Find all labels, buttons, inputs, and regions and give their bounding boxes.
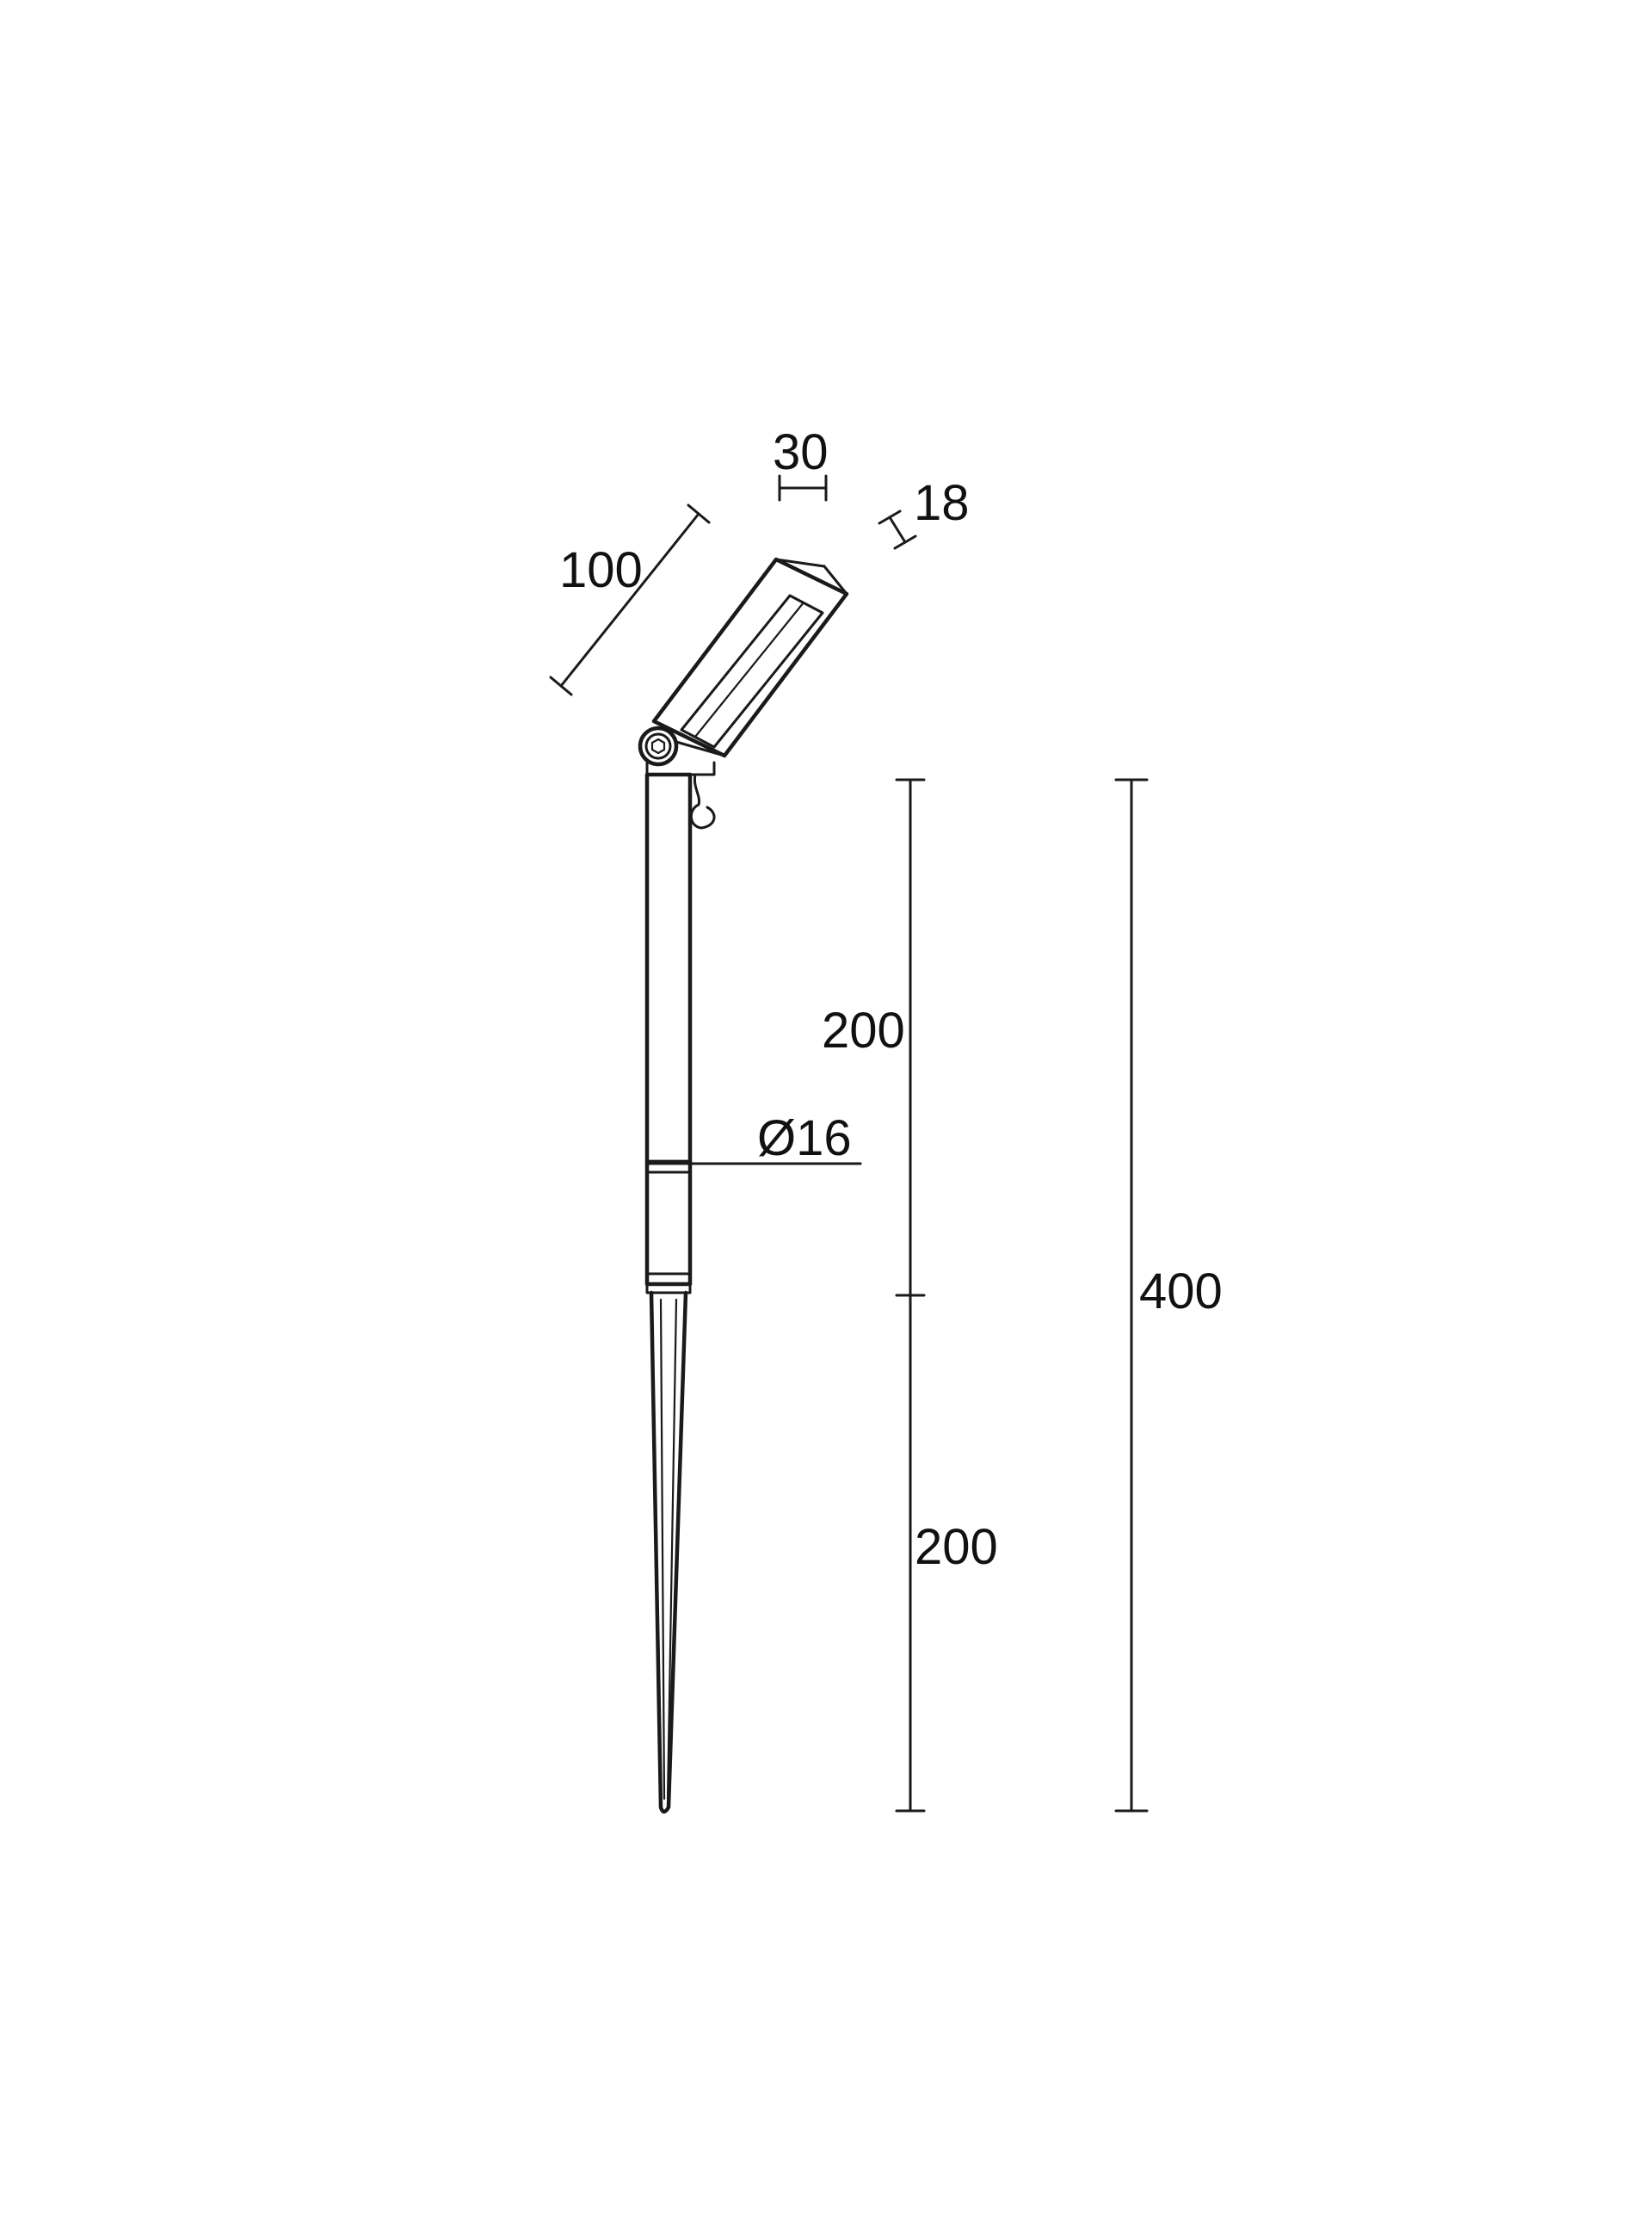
dim-head-width-label: 30: [773, 424, 829, 480]
pole-collar: [645, 1282, 692, 1294]
lamp-head-top-edge-2: [823, 565, 848, 596]
dim-head-depth-tick-b: [893, 534, 917, 550]
dim-height-chain: 200 200: [822, 778, 998, 1813]
dim-head-depth-line: [888, 516, 907, 544]
lamp-head-end-cap: [675, 740, 726, 757]
ground-spike: [649, 1290, 688, 1814]
dim-head-depth-tick-a: [878, 510, 902, 525]
spike-inner-line: [659, 1298, 666, 1801]
dim-head-depth-label: 18: [914, 475, 970, 531]
dim-lower-height-label: 200: [915, 1519, 998, 1575]
lamp-head-top-edge: [774, 558, 826, 568]
pole-upper: [644, 772, 693, 1164]
dim-head-width: 30: [773, 424, 829, 502]
lamp-head-lens: [680, 594, 824, 749]
dim-pole-diameter: Ø16: [645, 1110, 862, 1176]
dim-head-length-line: [559, 512, 700, 688]
dim-head-depth: 18: [878, 475, 970, 550]
spike-inner-line-2: [666, 1298, 678, 1801]
spike-outline: [649, 1290, 688, 1814]
lamp-head: [651, 557, 849, 758]
dim-total-height-label: 400: [1139, 1263, 1223, 1319]
dim-head-length-tick-a: [549, 676, 573, 696]
dim-head-length-tick-b: [687, 503, 711, 524]
dim-head-length-label: 100: [559, 542, 643, 598]
pole: [644, 772, 693, 1294]
cable-hook: [689, 773, 716, 830]
dim-upper-height-label: 200: [822, 1003, 905, 1059]
dim-total-height: 400: [1114, 778, 1223, 1813]
pivot-hex-socket: [650, 738, 666, 755]
pole-lower-sleeve: [644, 1159, 693, 1287]
lamp-head-lens-line: [693, 601, 805, 738]
pivot-knob-outer: [638, 726, 679, 767]
dim-pole-diameter-label: Ø16: [757, 1110, 852, 1166]
dim-head-length: 100: [549, 503, 711, 696]
pivot-knob-ring: [644, 732, 672, 760]
